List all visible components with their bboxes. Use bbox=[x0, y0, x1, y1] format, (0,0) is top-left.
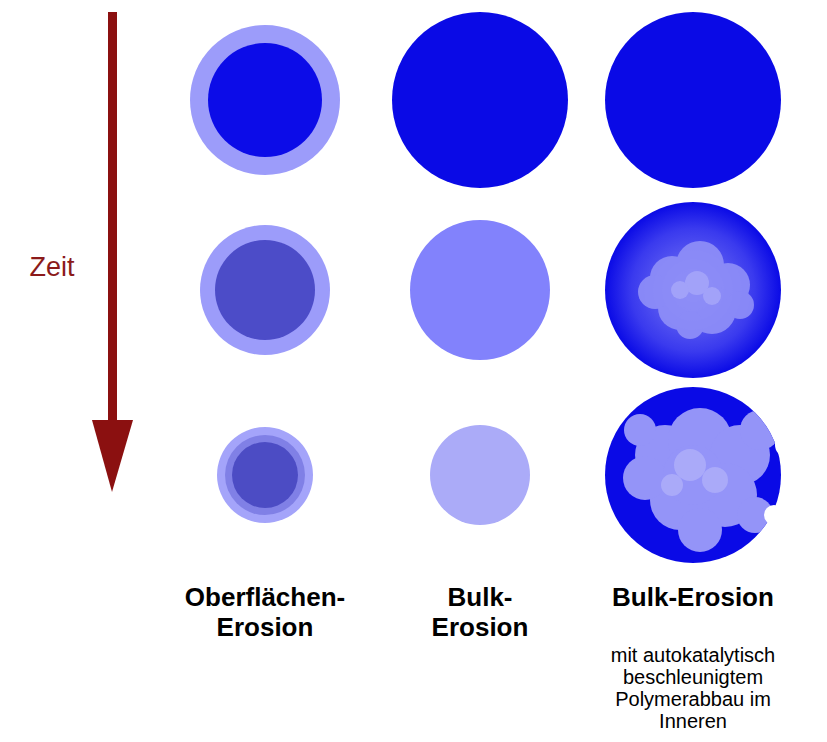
time-label: Zeit bbox=[29, 252, 74, 283]
time-arrow bbox=[92, 12, 133, 492]
column-subtitle: mit autokatalytisch beschleunigtem Polym… bbox=[586, 644, 801, 732]
bulk-erosion-circles bbox=[392, 12, 568, 525]
column-heading: Oberflächen- Erosion bbox=[173, 582, 358, 642]
column-heading: Bulk- Erosion bbox=[420, 582, 540, 642]
autocatalytic-erosion-circles bbox=[605, 12, 799, 570]
column-heading: Bulk-Erosion bbox=[612, 582, 774, 612]
surface-erosion-circles bbox=[190, 25, 340, 523]
